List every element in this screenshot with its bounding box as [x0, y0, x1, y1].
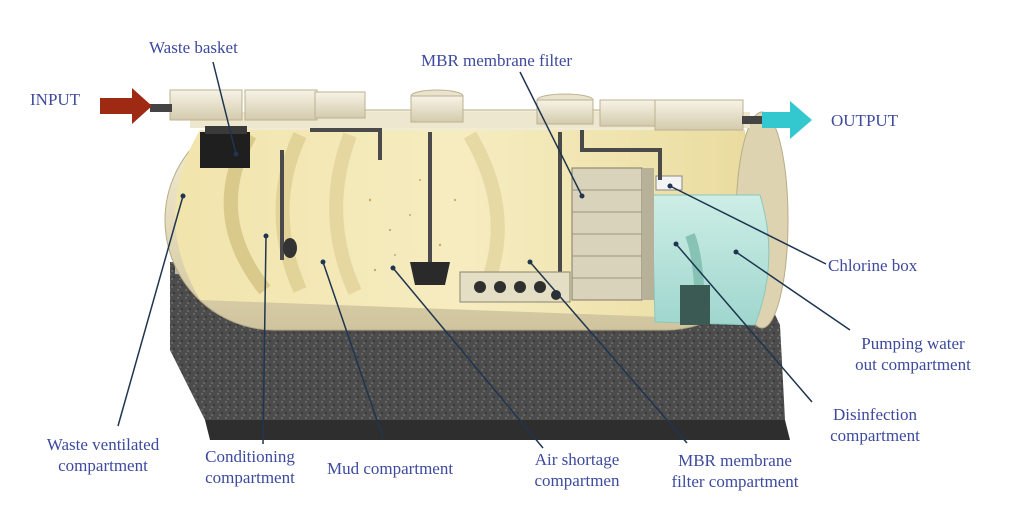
pumping-water-label: Pumping water out compartment [838, 333, 988, 375]
disinfection-water [652, 195, 769, 325]
conditioning-label: Conditioning compartment [190, 446, 310, 488]
mbr-filter-compartment-label-line1: MBR membrane [645, 450, 825, 471]
conditioning-label-line1: Conditioning [190, 446, 310, 467]
waste-ventilated-label-line2: compartment [28, 455, 178, 476]
diffuser-tray [460, 272, 570, 302]
mbr-filter-compartment-label: MBR membrane filter compartment [645, 450, 825, 492]
outlet-pipe [742, 116, 762, 124]
output-label: OUTPUT [831, 110, 898, 131]
waste-ventilated-label-line1: Waste ventilated [28, 434, 178, 455]
mbr-membrane-filter-label: MBR membrane filter [421, 50, 572, 71]
waste-ventilated-label: Waste ventilated compartment [28, 434, 178, 476]
pumping-water-label-line1: Pumping water [838, 333, 988, 354]
pumping-water-label-line2: out compartment [838, 354, 988, 375]
input-label: INPUT [30, 89, 80, 110]
waste-basket-shape [200, 126, 250, 168]
air-shortage-label: Air shortage compartmen [512, 449, 642, 491]
waste-basket-label: Waste basket [149, 37, 238, 58]
disinfection-label-line1: Disinfection [810, 404, 940, 425]
inlet-pipe [150, 104, 172, 112]
air-shortage-label-line2: compartmen [512, 470, 642, 491]
air-shortage-label-line1: Air shortage [512, 449, 642, 470]
disinfection-label: Disinfection compartment [810, 404, 940, 446]
mud-compartment-label: Mud compartment [327, 458, 453, 479]
mbr-filter-module [572, 168, 654, 300]
disinfection-label-line2: compartment [810, 425, 940, 446]
input-arrow-icon [100, 88, 152, 124]
chlorine-box-label: Chlorine box [828, 255, 917, 276]
conditioning-label-line2: compartment [190, 467, 310, 488]
mbr-filter-compartment-label-line2: filter compartment [645, 471, 825, 492]
